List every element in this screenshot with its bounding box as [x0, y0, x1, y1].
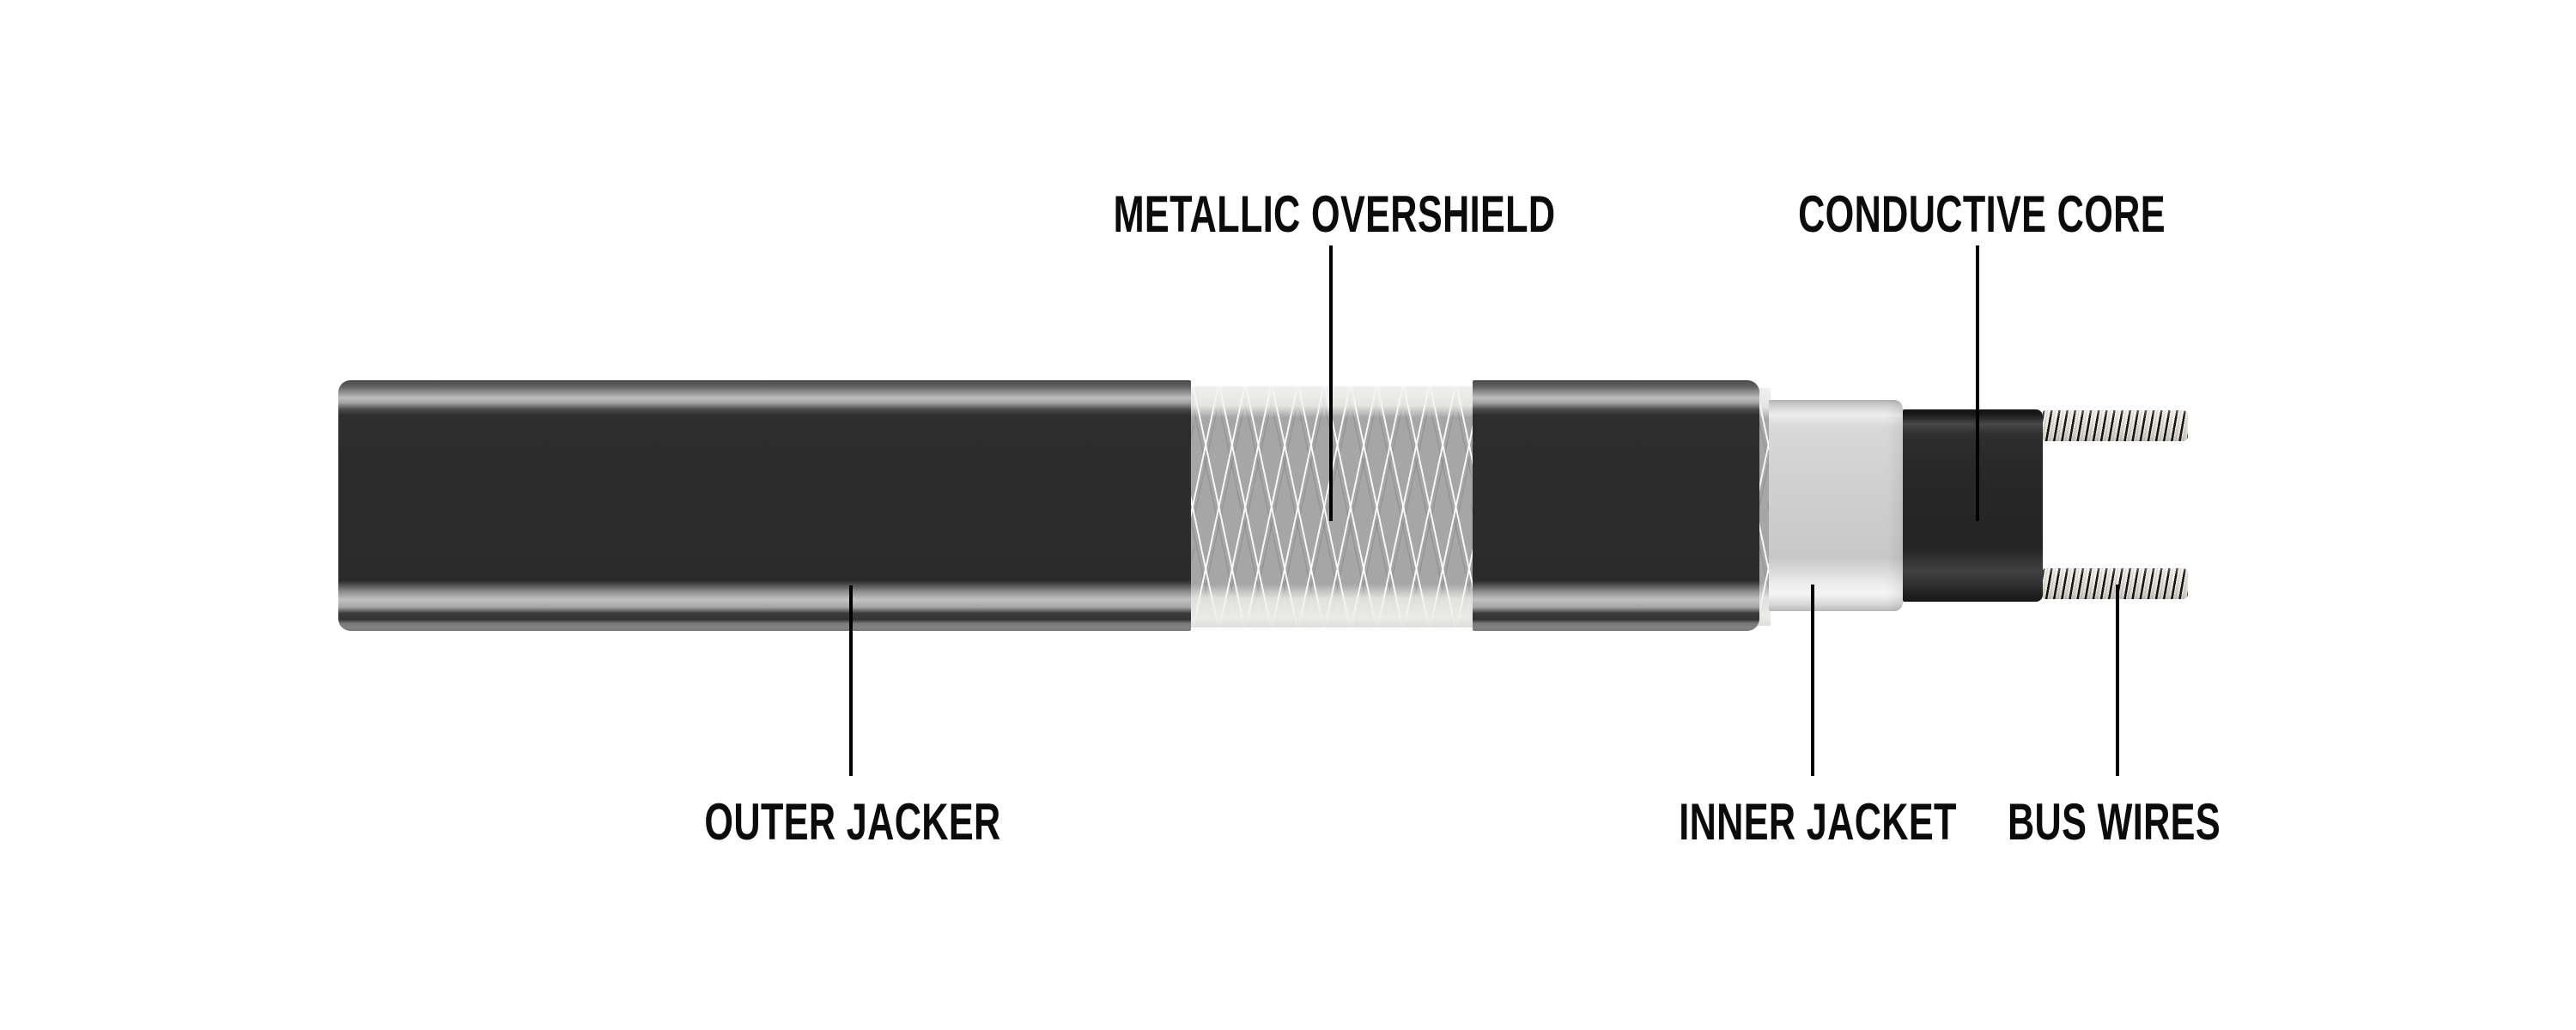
label-metallic-overshield: METALLIC OVERSHIELD [1113, 185, 1556, 243]
leader-line-bus-wires [2116, 585, 2119, 776]
leader-line-outer-jacket [849, 585, 853, 776]
leader-line-inner-jacket [1811, 585, 1814, 776]
metallic-overshield-braid [1191, 386, 1474, 627]
conductive-core-segment [1903, 409, 2043, 602]
leader-line-metallic-overshield [1329, 245, 1333, 521]
outer-jacket-segment-right [1473, 380, 1759, 631]
label-outer-jacket: OUTER JACKER [704, 793, 1001, 851]
leader-line-conductive-core [1976, 245, 1979, 521]
label-inner-jacket: INNER JACKET [1679, 793, 1957, 851]
label-bus-wires: BUS WIRES [2007, 793, 2221, 851]
bus-wire-top [2043, 410, 2188, 441]
outer-jacket-segment-left [338, 380, 1191, 631]
bus-wire-bottom [2043, 568, 2188, 599]
inner-jacket-segment [1769, 400, 1903, 611]
label-conductive-core: CONDUCTIVE CORE [1798, 185, 2166, 243]
